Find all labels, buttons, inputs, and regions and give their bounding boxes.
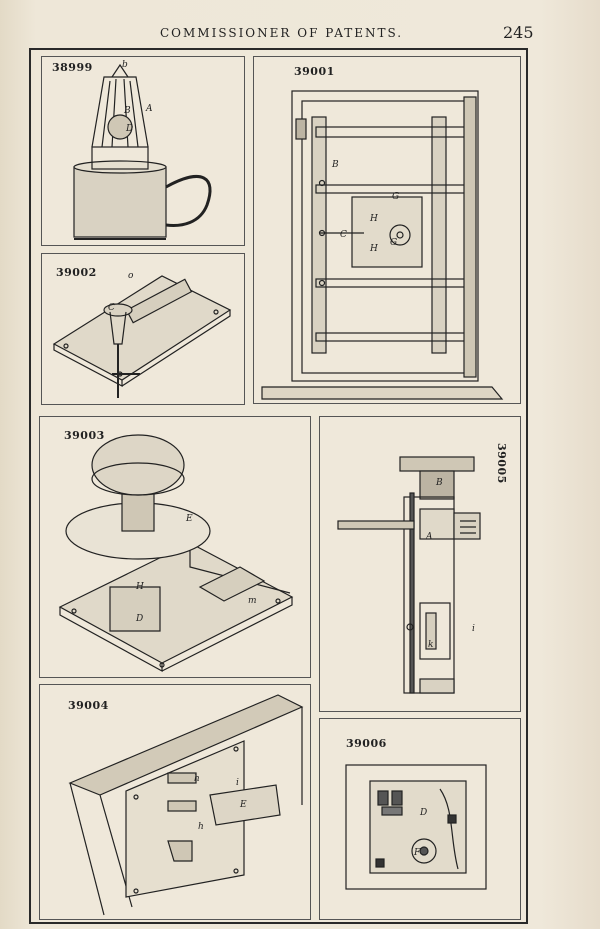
label-H-lower: H <box>369 244 378 254</box>
label-h-upper: h <box>194 774 200 784</box>
figure-panel-39004: 39004 h i <box>39 684 311 920</box>
label-A: A <box>425 532 433 542</box>
page-header: COMMISSIONER OF PATENTS. 245 <box>0 23 600 46</box>
label-D: D <box>135 614 143 624</box>
label-G-lower: G <box>390 238 397 248</box>
label-H: H <box>135 582 144 592</box>
label-o: o <box>128 271 134 281</box>
label-D: D <box>125 124 133 134</box>
running-head: COMMISSIONER OF PATENTS. <box>160 26 404 40</box>
label-b: b <box>122 60 128 70</box>
label-i: i <box>236 778 239 788</box>
page-number: 245 <box>503 23 534 42</box>
label-F: F <box>413 848 421 858</box>
label-B: B <box>123 106 131 116</box>
label-D: D <box>419 808 427 818</box>
label-C: C <box>108 303 115 313</box>
figure-number: 39003 <box>64 429 105 442</box>
label-B: B <box>331 160 339 170</box>
figure-panel-39002: 39002 o C <box>41 253 245 405</box>
figure-panel-39001: 39001 <box>253 56 521 404</box>
label-G-upper: G <box>392 192 399 202</box>
figure-drawing-38999: b B A D <box>73 60 212 240</box>
figure-panel-39006: 39006 D F <box>319 718 521 920</box>
figure-drawing-39001: B G H C H G <box>261 90 504 400</box>
figure-drawing-39002: o C <box>52 271 232 398</box>
label-E: E <box>185 514 193 524</box>
figure-number: 39001 <box>294 65 335 78</box>
figure-drawing-39004: h i E h <box>68 694 304 916</box>
label-B: B <box>435 478 443 488</box>
figure-panel-39003: 39003 E H <box>39 416 311 678</box>
label-h-lower: h <box>198 822 204 832</box>
figure-drawing-39006: D F <box>345 764 487 890</box>
label-H-upper: H <box>369 214 378 224</box>
figure-drawing-39003: E H D m <box>58 434 294 673</box>
figure-panel-39005: 39005 B A i <box>319 416 521 712</box>
figure-number: 39002 <box>56 266 97 279</box>
figure-drawing-39005: B A i k <box>337 456 481 694</box>
label-E: E <box>239 800 247 810</box>
label-C: C <box>340 230 347 240</box>
figure-plate: 38999 b B A D 3 <box>29 48 528 924</box>
label-m: m <box>248 596 257 606</box>
figure-panel-38999: 38999 b B A D <box>41 56 245 246</box>
label-i: i <box>472 624 475 634</box>
figure-number: 39006 <box>346 737 387 750</box>
figure-number: 38999 <box>52 61 93 74</box>
label-k: k <box>428 640 433 650</box>
label-A: A <box>145 104 153 114</box>
figure-number: 39004 <box>68 699 109 712</box>
